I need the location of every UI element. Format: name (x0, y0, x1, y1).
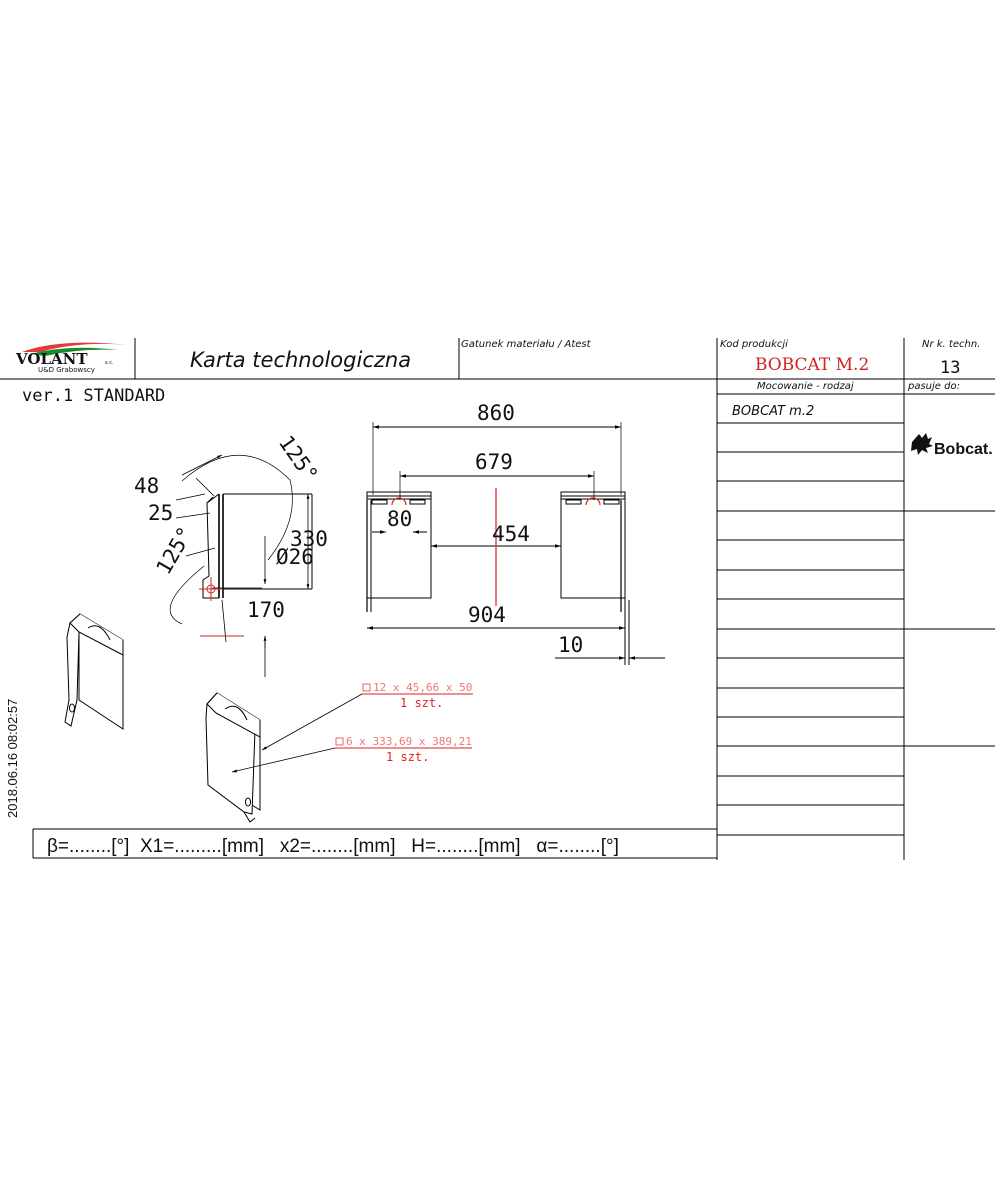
bobcat-logo: Bobcat. (911, 433, 993, 458)
dim-904: 904 (468, 603, 506, 627)
dim-26: Ø26 (276, 545, 314, 569)
right-table-grid (717, 422, 995, 836)
dim-330: 330 (290, 527, 328, 551)
part-1-spec: 12 x 45,66 x 50 (373, 681, 472, 694)
part-callout-lines (231, 693, 363, 773)
isometric-part-small (64, 613, 124, 730)
logo-suffix: s.c. (105, 360, 114, 366)
dim-48: 48 (134, 474, 159, 498)
dim-170: 170 (247, 598, 285, 622)
angle-125-left: 125° (152, 523, 198, 579)
timestamp: 2018.06.16 08:02:57 (5, 699, 20, 818)
logo-swoosh-red (22, 342, 128, 352)
part-1-qty: 1 szt. (400, 696, 443, 710)
part-callout-underlines (335, 693, 473, 749)
mount-label: Mocowanie - rodzaj (757, 381, 854, 392)
product-code-value: BOBCAT M.2 (755, 355, 869, 375)
part-2-label: 6 x 333,69 x 389,21 1 szt. (335, 735, 472, 764)
volant-logo: VOLANT s.c. U&D Grabowscy (15, 342, 128, 374)
part-2-qty: 1 szt. (386, 750, 429, 764)
bobcat-icon (911, 433, 933, 455)
logo-subtext: U&D Grabowscy (38, 366, 95, 374)
fits-label: pasuje do: (907, 381, 960, 392)
material-label: Gatunek materiału / Atest (461, 339, 592, 350)
bobcat-brand-text: Bobcat. (934, 441, 993, 458)
dim-679: 679 (475, 450, 513, 474)
tech-no-value: 13 (940, 358, 960, 378)
tech-no-label: Nr k. techn. (922, 339, 980, 350)
logo-swoosh-green (30, 347, 118, 356)
isometric-part-large (205, 692, 261, 823)
part-1-label: 12 x 45,66 x 50 1 szt. (362, 681, 472, 710)
angle-125-top: 125° (274, 431, 323, 486)
front-view-drawing (366, 422, 665, 665)
dim-860: 860 (477, 401, 515, 425)
params-row: β=........[°] X1=.........[mm] x2=......… (47, 836, 619, 857)
dim-80: 80 (387, 507, 412, 531)
hole-marker-red (199, 577, 242, 637)
dim-454: 454 (492, 522, 530, 546)
center-lines-red (391, 488, 601, 606)
mount-value: BOBCAT m.2 (732, 404, 814, 419)
logo-text: VOLANT (15, 350, 88, 368)
dim-25: 25 (148, 501, 173, 525)
dim-10: 10 (558, 633, 583, 657)
side-profile-drawing (169, 454, 313, 677)
product-code-label: Kod produkcji (720, 339, 788, 350)
part-2-spec: 6 x 333,69 x 389,21 (346, 735, 472, 748)
page-title: Karta technologiczna (190, 348, 411, 372)
version-label: ver.1 STANDARD (22, 386, 165, 406)
params-row-frame (32, 828, 717, 859)
